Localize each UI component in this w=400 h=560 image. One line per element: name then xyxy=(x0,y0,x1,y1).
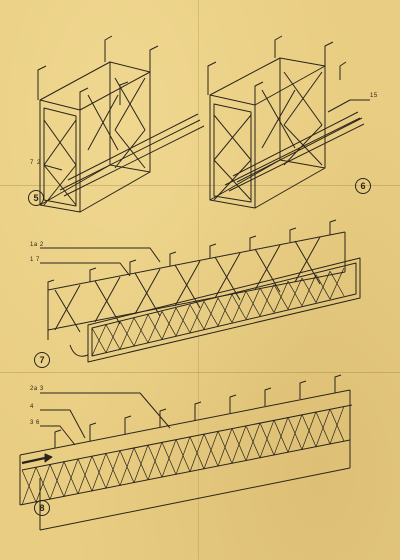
lattice-member xyxy=(35,464,51,503)
part-label: 4 xyxy=(30,404,34,410)
lattice-member xyxy=(231,425,247,464)
lattice-member xyxy=(231,291,247,323)
lattice-member xyxy=(49,461,65,500)
lattice-member xyxy=(301,274,317,307)
part-label: 7 xyxy=(30,160,34,166)
paper-fold-line xyxy=(198,0,199,560)
lattice-member xyxy=(147,442,163,481)
lattice-member xyxy=(203,431,219,470)
figure-5-truss xyxy=(37,35,205,213)
lattice-member xyxy=(315,408,331,447)
lattice-member xyxy=(203,297,219,330)
paper-fold-line xyxy=(0,372,400,373)
step-number: 6 xyxy=(355,178,371,194)
lattice-member xyxy=(147,311,163,343)
paper-fold-line xyxy=(0,185,400,186)
lattice-member xyxy=(119,447,135,486)
part-label: 2 xyxy=(37,160,41,166)
lattice-member xyxy=(161,439,177,478)
lattice-member xyxy=(259,284,275,317)
lattice-member xyxy=(329,406,345,445)
lattice-member xyxy=(273,417,289,456)
step-number: 5 xyxy=(28,190,44,206)
part-label: 1 7 xyxy=(30,257,40,263)
lattice-member xyxy=(245,287,261,320)
step-number: 7 xyxy=(34,352,50,368)
part-label: 2a 3 xyxy=(30,386,44,392)
lattice-member xyxy=(217,294,233,327)
lattice-member xyxy=(161,307,177,340)
lattice-member xyxy=(329,267,345,300)
part-label: 1a 2 xyxy=(30,242,44,248)
figure-7-bridge xyxy=(40,219,361,363)
lattice-member xyxy=(287,277,303,310)
lattice-member xyxy=(189,433,205,472)
lattice-member xyxy=(301,411,317,450)
lattice-member xyxy=(189,301,205,333)
lattice-member xyxy=(77,456,93,495)
figure-8-bridge xyxy=(19,374,353,531)
lattice-member xyxy=(119,317,135,350)
lattice-member xyxy=(105,321,121,353)
lattice-member xyxy=(91,453,107,492)
lattice-member xyxy=(133,444,149,483)
lattice-member xyxy=(91,324,107,357)
lattice-member xyxy=(273,281,289,313)
lattice-member xyxy=(105,450,121,489)
lattice-member xyxy=(175,304,191,337)
lattice-member xyxy=(245,422,261,461)
step-number: 8 xyxy=(34,500,50,516)
lattice-member xyxy=(21,467,37,506)
lattice-member xyxy=(63,458,79,497)
part-label: 3 6 xyxy=(30,420,40,426)
lattice-member xyxy=(259,419,275,458)
lattice-member xyxy=(315,271,331,303)
figure-6-truss xyxy=(207,35,370,209)
lattice-member xyxy=(133,314,149,347)
part-label: 15 xyxy=(370,93,378,99)
lattice-member xyxy=(287,414,303,453)
lattice-member xyxy=(217,428,233,467)
lattice-member xyxy=(175,436,191,475)
